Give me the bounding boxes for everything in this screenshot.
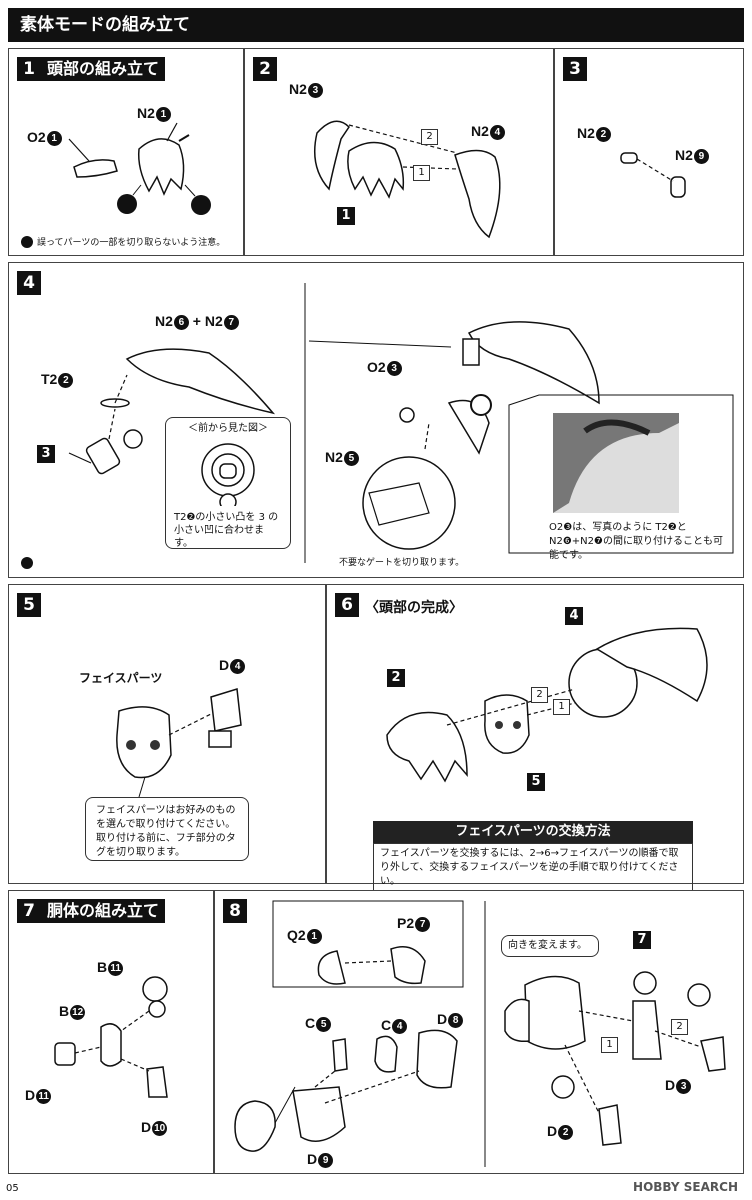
step-number: 2	[253, 57, 277, 81]
order-1: 1	[553, 699, 570, 715]
order-2: 2	[531, 687, 548, 703]
step-number: 8	[223, 899, 247, 923]
step-1-illustration	[21, 122, 211, 248]
step-number: 3	[563, 57, 587, 81]
caution-note: 誤ってパーツの一部を切り取らないよう注意。	[37, 238, 226, 248]
front-view-figure	[201, 443, 255, 511]
part-1-badge: 1	[337, 207, 355, 225]
part-4-badge: 4	[565, 607, 583, 625]
part-5-badge: 5	[527, 773, 545, 791]
step-number: 5	[17, 593, 41, 617]
page-number: 05	[6, 1183, 19, 1194]
page-title: 素体モードの組み立て	[8, 8, 744, 42]
step-8-illustration	[234, 900, 726, 1167]
step-title: 頭部の組み立て	[41, 57, 166, 81]
front-view-title: ＜前から見た図＞	[188, 423, 268, 434]
swap-method-note: フェイスパーツを交換するには、2→6→フェイスパーツの順番で取り外して、交換する…	[373, 843, 693, 893]
step-number: 7	[17, 899, 41, 923]
face-parts-label: フェイスパーツ	[79, 671, 163, 685]
step-7-illustration	[54, 976, 168, 1098]
step-2-illustration	[314, 120, 501, 239]
step-6-illustration	[386, 627, 708, 783]
step-number: 6	[335, 593, 359, 617]
photo-note: O2❸は、写真のように T2❷と N2❻+N2❼の間に取り付けることも可能です。	[549, 522, 723, 561]
step-number: 1	[17, 57, 41, 81]
step-5-illustration	[116, 688, 242, 798]
step-6-panel: 6 〈頭部の完成〉 4 2 5 2 1 フェイスパーツの交換方法 フェイスパーツ…	[326, 584, 744, 893]
watermark: HOBBY SEARCH	[633, 1180, 738, 1194]
face-parts-note: フェイスパーツはお好みのものを選んで取り付けてください。取り付ける前に、フチ部分…	[85, 797, 249, 861]
step-number: 4	[17, 271, 41, 295]
swap-method-title: フェイスパーツの交換方法	[373, 821, 693, 843]
turn-callout: 向きを変えます。	[501, 935, 599, 957]
order-1: 1	[601, 1037, 618, 1053]
order-1: 1	[413, 165, 430, 181]
step-4-illustration	[21, 283, 734, 569]
front-view-callout: ＜前から見た図＞ T2❷の小さい凸を 3 の小さい凹に合わせます。	[165, 417, 291, 549]
order-2: 2	[421, 129, 438, 145]
gate-note: 不要なゲートを切り取ります。	[339, 558, 465, 568]
part-2-badge: 2	[387, 669, 405, 687]
front-view-note: T2❷の小さい凸を 3 の小さい凹に合わせます。	[174, 512, 279, 549]
step-6-title: 〈頭部の完成〉	[365, 599, 463, 615]
step-title: 胴体の組み立て	[41, 899, 166, 923]
part-7-badge: 7	[633, 931, 651, 949]
step-3-illustration	[620, 152, 686, 198]
part-3-badge: 3	[37, 445, 55, 463]
order-2: 2	[671, 1019, 688, 1035]
